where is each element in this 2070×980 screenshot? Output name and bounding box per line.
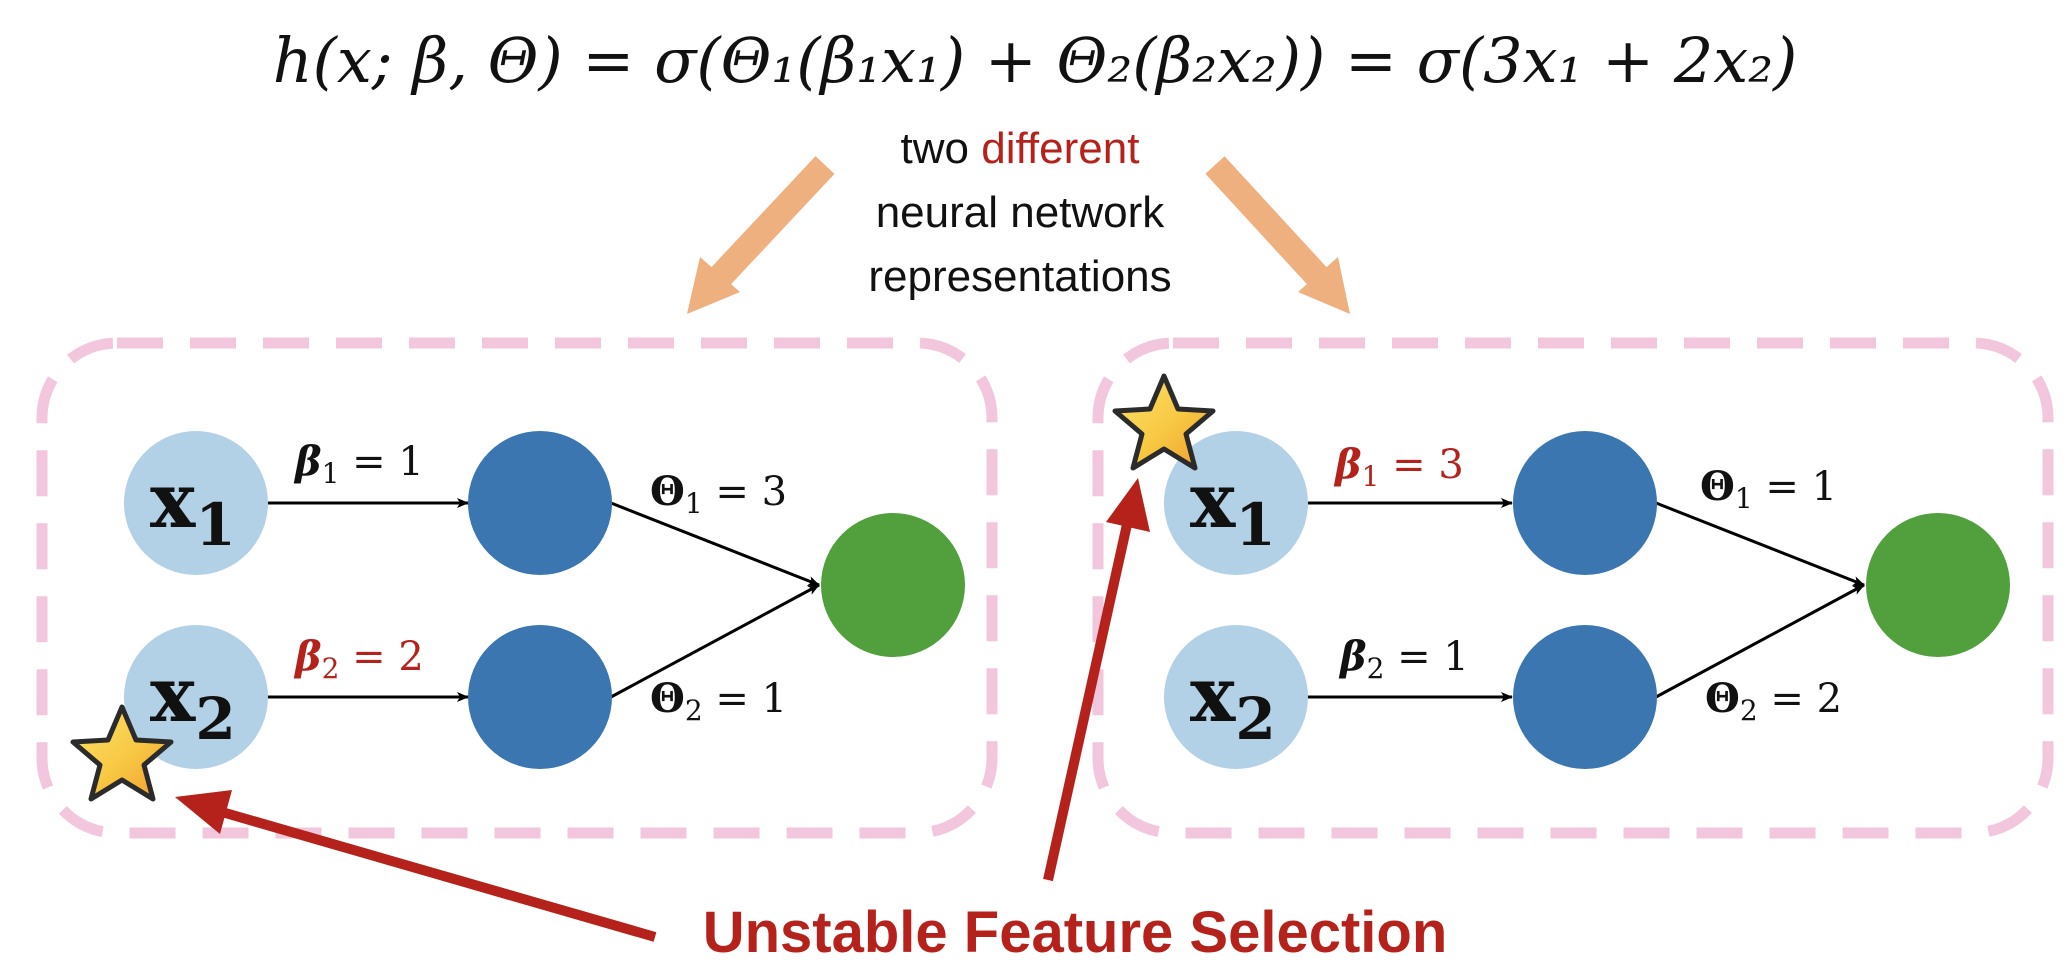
right-network: x1 x2 β1 = 3 β2 = 1 Θ1 = 1 Θ2 = 2: [1112, 373, 2010, 769]
right-network-box: [1092, 337, 2054, 839]
right-beta1-label: β1 = 3: [1333, 441, 1464, 493]
equation-rhs: σ(3x₁ + 2x₂): [1417, 24, 1798, 97]
left-hidden-node-2: [468, 625, 612, 769]
unstable-feature-selection-label: Unstable Feature Selection: [703, 900, 1448, 965]
equation-equals-2: =: [1325, 24, 1416, 97]
red-arrow-left: [175, 790, 657, 942]
left-network-box: [36, 337, 998, 839]
caption-line-3: representations: [868, 252, 1171, 301]
right-input-node-1: [1164, 431, 1308, 575]
caption-emphasis: different: [981, 124, 1139, 173]
equation-equals-1: =: [563, 24, 654, 97]
right-edge-h1-out: [1655, 501, 1865, 587]
left-network: x1 x2 β1 = 1 β2 = 2 Θ1 = 3 Θ2 = 1: [70, 431, 965, 802]
left-theta2-label: Θ2 = 1: [650, 675, 787, 727]
star-icon-left: [70, 704, 174, 802]
equation-middle: σ(Θ₁(β₁x₁) + Θ₂(β₂x₂)): [654, 24, 1325, 97]
orange-arrow-left: [687, 156, 835, 314]
orange-arrow-right: [1205, 156, 1350, 314]
left-hidden-node-1: [468, 431, 612, 575]
left-output-node: [821, 513, 965, 657]
right-edge-h2-out: [1655, 583, 1865, 699]
left-input-node-1: [124, 431, 268, 575]
caption-prefix: two: [901, 124, 982, 173]
left-theta1-label: Θ1 = 3: [650, 468, 787, 520]
caption-line-1: two different: [901, 124, 1140, 173]
right-input-node-2: [1164, 625, 1308, 769]
right-theta2-label: Θ2 = 2: [1705, 675, 1842, 727]
left-edge-h2-out: [610, 583, 820, 699]
equation-lhs: h(x; β, Θ): [273, 24, 563, 97]
star-icon-right: [1112, 373, 1216, 471]
right-output-node: [1866, 513, 2010, 657]
left-beta2-label: β2 = 2: [293, 633, 424, 685]
equation: h(x; β, Θ) = σ(Θ₁(β₁x₁) + Θ₂(β₂x₂)) = σ(…: [273, 24, 1798, 97]
left-input-label-1: x1: [150, 456, 236, 559]
right-beta2-label: β2 = 1: [1338, 633, 1469, 685]
right-input-label-1: x1: [1190, 456, 1276, 559]
right-theta1-label: Θ1 = 1: [1700, 463, 1837, 515]
left-input-label-2: x2: [150, 650, 236, 753]
left-beta1-label: β1 = 1: [293, 438, 424, 490]
right-input-label-2: x2: [1190, 650, 1276, 753]
right-hidden-node-1: [1513, 431, 1657, 575]
right-hidden-node-2: [1513, 625, 1657, 769]
left-edge-h1-out: [610, 501, 820, 587]
caption-line-2: neural network: [876, 188, 1166, 237]
red-arrow-right: [1043, 478, 1150, 882]
left-input-node-2: [124, 625, 268, 769]
